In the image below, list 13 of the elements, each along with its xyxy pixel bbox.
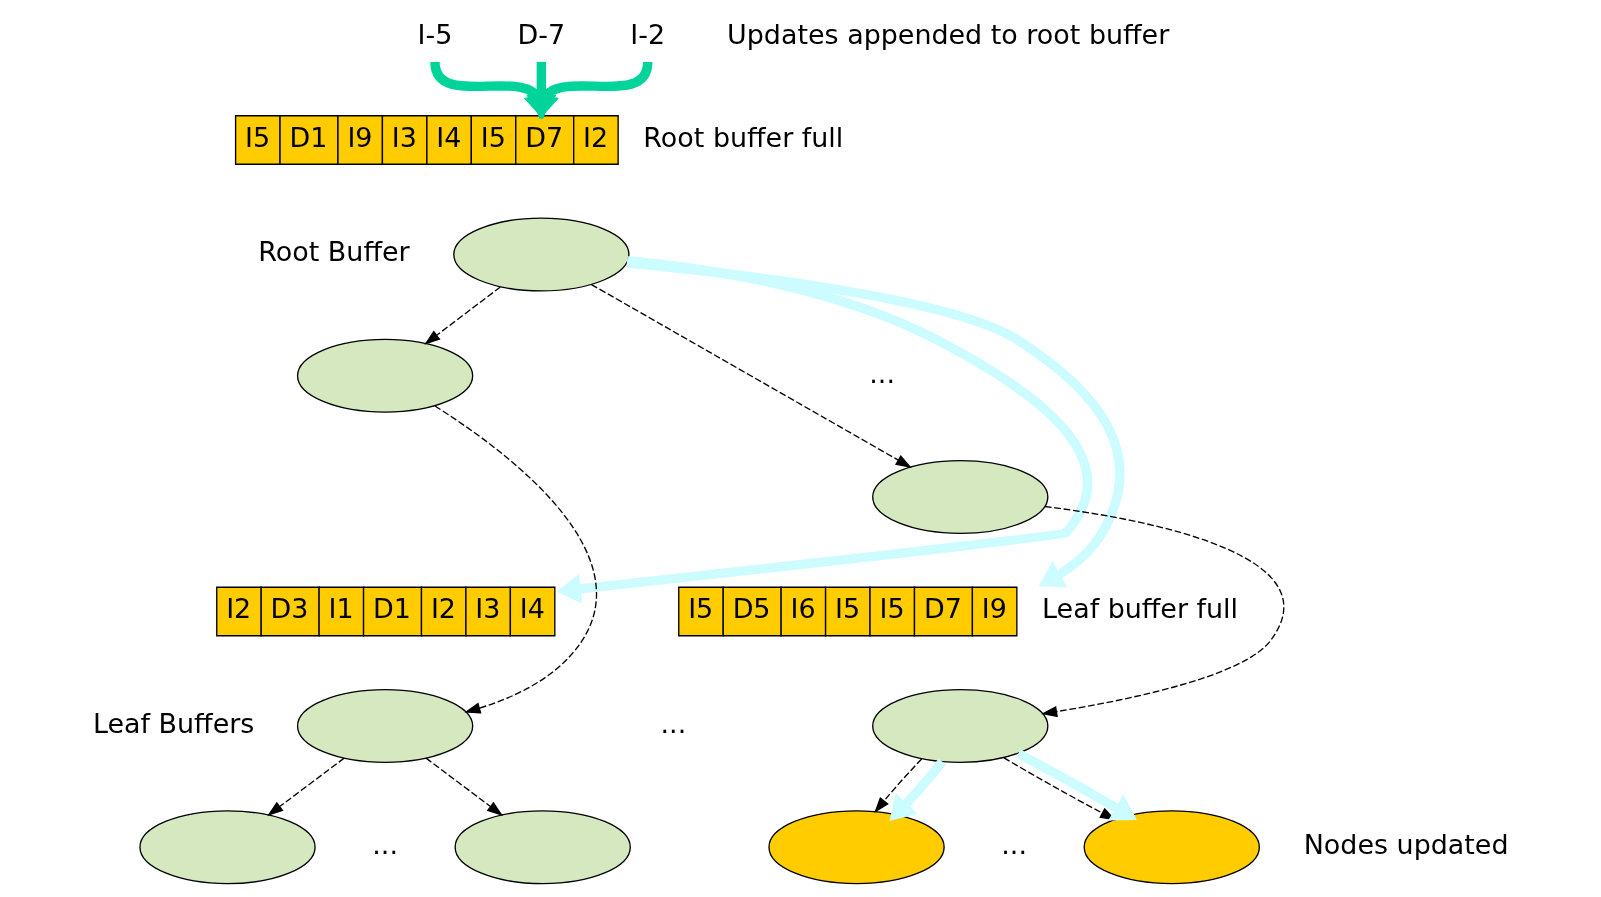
label: ... [660, 707, 686, 739]
label: ... [371, 828, 398, 860]
label: ... [868, 357, 895, 389]
label: Nodes updated [1303, 828, 1509, 860]
node-label: Root buffer full [642, 121, 843, 153]
label: ... [1000, 828, 1027, 860]
node-text: D-7 [517, 19, 565, 51]
node-text: I-5 [417, 19, 452, 51]
node-label: Leaf buffer full [1041, 593, 1238, 625]
label: Updates appended to root buffer [726, 19, 1169, 51]
label: Root Buffer [257, 236, 410, 268]
label: Leaf Buffers [92, 707, 254, 739]
node-text: I-2 [629, 19, 665, 51]
